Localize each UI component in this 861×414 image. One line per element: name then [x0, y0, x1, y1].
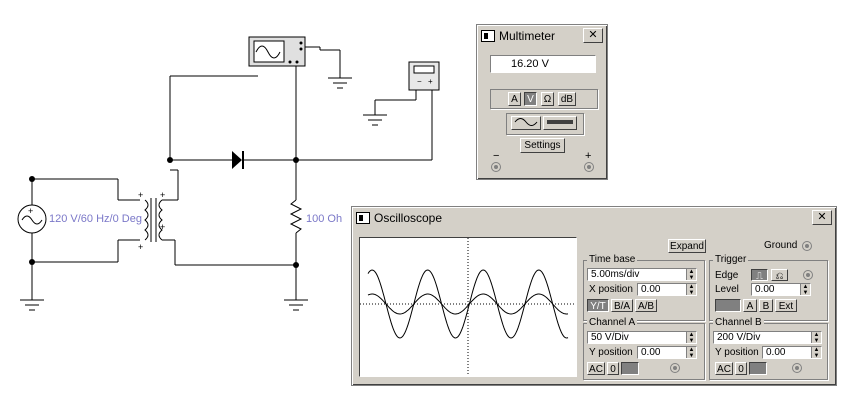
settings-button[interactable]: Settings	[520, 138, 565, 153]
channel-b-group: Channel B	[709, 317, 828, 380]
mode-button-a[interactable]: A	[508, 92, 521, 106]
sine-wave-icon	[514, 118, 538, 126]
channel-a-zero-button[interactable]: 0	[607, 362, 619, 375]
trigger-label: Trigger	[713, 254, 749, 265]
channel-a-ypos-field[interactable]: 0.00 ▲▼	[637, 346, 697, 359]
mode-button-ohm[interactable]: Ω	[541, 92, 554, 106]
edge-label: Edge	[715, 270, 739, 281]
timebase-label: Time base	[587, 254, 638, 265]
resistor-label: 100 Oh	[306, 213, 343, 225]
resistor-symbol	[289, 199, 303, 234]
multimeter-display: 16.20 V	[490, 55, 596, 73]
source-label: 120 V/60 Hz/0 Deg	[49, 213, 142, 225]
channel-b-dc-button[interactable]: DC	[749, 362, 767, 375]
timebase-group: Time base	[583, 254, 705, 321]
channel-a-ac-button[interactable]: AC	[587, 362, 605, 375]
svg-text:+: +	[138, 242, 143, 252]
rising-edge-icon: ⎍	[756, 271, 763, 282]
svg-text:−: −	[417, 77, 422, 86]
channel-a-group: Channel A	[583, 317, 705, 380]
trigger-b-button[interactable]: B	[759, 299, 773, 312]
channel-b-ypos-field[interactable]: 0.00 ▲▼	[762, 346, 822, 359]
oscilloscope-title: Oscilloscope	[374, 211, 443, 225]
close-button[interactable]: ✕	[812, 210, 832, 225]
mode-ab-button[interactable]: A/B	[635, 299, 657, 312]
svg-text:+: +	[28, 206, 33, 216]
multimeter-icon: − +	[408, 61, 440, 91]
level-label: Level	[715, 284, 739, 295]
app-icon	[356, 212, 370, 224]
signal-panel	[506, 113, 584, 135]
level-field[interactable]: 0.00 ▲▼	[751, 283, 811, 296]
mode-button-db[interactable]: dB	[558, 92, 576, 106]
dc-line-icon	[547, 120, 573, 124]
multimeter-titlebar[interactable]: Multimeter ✕	[479, 27, 605, 45]
channel-b-ypos-stepper[interactable]: ▲▼	[811, 347, 821, 358]
multimeter-title: Multimeter	[499, 29, 556, 43]
xpos-field[interactable]: 0.00 ▲▼	[637, 283, 697, 296]
channel-b-scale-stepper[interactable]: ▲▼	[811, 332, 821, 343]
mode-ba-button[interactable]: B/A	[611, 299, 633, 312]
expand-button[interactable]: Expand	[668, 239, 706, 253]
trigger-ext-terminal[interactable]	[803, 270, 813, 280]
xpos-label: X position	[589, 284, 633, 295]
edge-rising-button[interactable]: ⎍	[751, 269, 768, 282]
ground-terminal[interactable]	[802, 241, 812, 251]
waveform-display	[360, 238, 576, 376]
ground-label: Ground	[764, 240, 798, 251]
channel-b-trace	[367, 293, 569, 315]
trigger-group: Trigger	[709, 254, 828, 321]
svg-text:+: +	[428, 77, 433, 86]
oscilloscope-titlebar[interactable]: Oscilloscope ✕	[354, 209, 834, 227]
trigger-auto-button[interactable]: Auto	[715, 299, 741, 312]
oscilloscope-window: Oscilloscope ✕ Expand Ground Time base 5…	[351, 206, 837, 386]
channel-a-terminal[interactable]	[670, 363, 680, 373]
timebase-field[interactable]: 5.00ms/div ▲▼	[587, 268, 697, 281]
multimeter-reading: 16.20 V	[511, 58, 549, 70]
trigger-a-button[interactable]: A	[743, 299, 757, 312]
scope-screen	[359, 237, 577, 377]
channel-b-scale-field[interactable]: 200 V/Div ▲▼	[713, 331, 822, 344]
plus-terminal[interactable]	[584, 162, 594, 172]
multimeter-window: Multimeter ✕ 16.20 V A V Ω dB Settings −…	[476, 24, 608, 180]
transformer-symbol	[144, 199, 149, 241]
dc-signal-button[interactable]	[543, 116, 577, 130]
channel-b-terminal[interactable]	[792, 363, 802, 373]
timebase-stepper[interactable]: ▲▼	[686, 269, 696, 280]
mode-panel	[490, 89, 598, 109]
close-button[interactable]: ✕	[583, 28, 603, 43]
app-icon	[481, 30, 495, 42]
ground-symbols	[20, 77, 387, 311]
close-icon: ✕	[588, 28, 598, 41]
channel-a-scale-field[interactable]: 50 V/Div ▲▼	[587, 331, 697, 344]
channel-b-ac-button[interactable]: AC	[715, 362, 733, 375]
svg-text:+: +	[160, 222, 165, 232]
diode-symbol	[232, 151, 244, 169]
trigger-ext-button[interactable]: Ext	[775, 299, 797, 312]
svg-text:+: +	[138, 190, 143, 200]
channel-b-ypos-label: Y position	[715, 347, 759, 358]
channel-a-ypos-label: Y position	[589, 347, 633, 358]
ac-signal-button[interactable]	[511, 116, 541, 130]
close-icon: ✕	[817, 210, 827, 223]
channel-a-trace	[367, 269, 569, 339]
minus-terminal-label: −	[493, 150, 500, 162]
channel-a-ypos-stepper[interactable]: ▲▼	[686, 347, 696, 358]
mode-yt-button[interactable]: Y/T	[587, 299, 609, 312]
xpos-stepper[interactable]: ▲▼	[686, 284, 696, 295]
channel-a-scale-stepper[interactable]: ▲▼	[686, 332, 696, 343]
channel-b-label: Channel B	[713, 317, 764, 328]
falling-edge-icon: ⎌	[775, 271, 784, 282]
plus-terminal-label: +	[585, 150, 592, 162]
edge-falling-button[interactable]: ⎌	[771, 269, 788, 282]
oscilloscope-icon	[248, 36, 306, 67]
level-stepper[interactable]: ▲▼	[800, 284, 810, 295]
minus-terminal[interactable]	[491, 162, 501, 172]
mode-button-v[interactable]: V	[524, 92, 537, 106]
channel-a-label: Channel A	[587, 317, 638, 328]
channel-b-zero-button[interactable]: 0	[735, 362, 747, 375]
svg-text:+: +	[160, 190, 165, 200]
channel-a-dc-button[interactable]: DC	[621, 362, 639, 375]
